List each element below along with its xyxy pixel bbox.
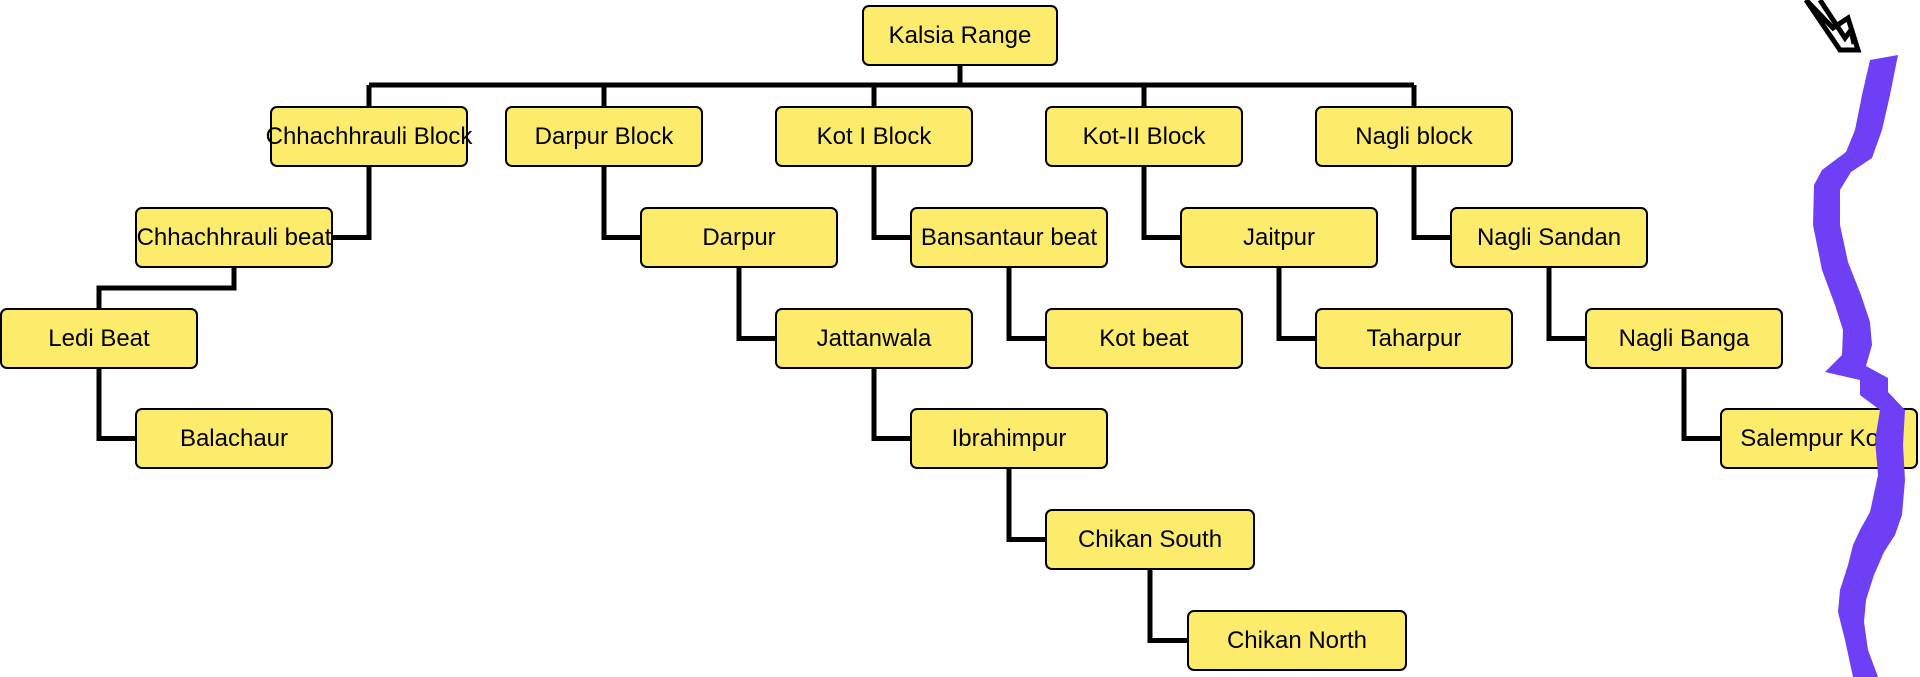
connector-jattanwala bbox=[736, 268, 775, 341]
node-balachaur: Balachaur bbox=[135, 408, 333, 469]
node-jattanwala: Jattanwala bbox=[775, 308, 973, 369]
connector-jaitpur bbox=[1141, 167, 1180, 240]
node-ibrahimpur: Ibrahimpur bbox=[910, 408, 1108, 469]
node-nagli-banga: Nagli Banga bbox=[1585, 308, 1783, 369]
connector-chhachhrauli-beat bbox=[333, 167, 372, 240]
connector-ibrahimpur bbox=[871, 369, 910, 441]
node-jaitpur: Jaitpur bbox=[1180, 207, 1378, 268]
decorative-purple-stroke bbox=[1813, 55, 1905, 677]
node-darpur: Darpur bbox=[640, 207, 838, 268]
connector-kot-beat bbox=[1006, 268, 1045, 341]
node-chhachhrauli-beat: Chhachhrauli beat bbox=[135, 207, 333, 268]
connector-bansantaur-beat bbox=[871, 167, 910, 240]
node-darpur-block: Darpur Block bbox=[505, 106, 703, 167]
node-bansantaur-beat: Bansantaur beat bbox=[910, 207, 1108, 268]
node-nagli-sandan: Nagli Sandan bbox=[1450, 207, 1648, 268]
connector-nagli-banga bbox=[1546, 268, 1585, 341]
node-nagli-block: Nagli block bbox=[1315, 106, 1513, 167]
node-chikan-north: Chikan North bbox=[1187, 610, 1407, 671]
node-kot-i-block: Kot I Block bbox=[775, 106, 973, 167]
node-chhachhrauli-block: Chhachhrauli Block bbox=[266, 106, 472, 167]
decorative-black-shape bbox=[1803, 0, 1862, 53]
connector-nagli-sandan bbox=[1411, 167, 1450, 240]
connector-balachaur bbox=[96, 369, 135, 441]
connector-chikan-north bbox=[1147, 570, 1187, 643]
node-kot-ii-block: Kot-II Block bbox=[1045, 106, 1243, 167]
connector-chikan-south bbox=[1006, 469, 1045, 542]
connector-darpur bbox=[601, 167, 640, 240]
node-taharpur: Taharpur bbox=[1315, 308, 1513, 369]
node-kot-beat: Kot beat bbox=[1045, 308, 1243, 369]
connector-salempur-kohi bbox=[1681, 369, 1720, 441]
node-chikan-south: Chikan South bbox=[1045, 509, 1255, 570]
node-ledi-beat: Ledi Beat bbox=[0, 308, 198, 369]
node-kalsia-range: Kalsia Range bbox=[862, 5, 1058, 66]
connector-taharpur bbox=[1276, 268, 1315, 341]
connector-ledi-beat bbox=[96, 268, 237, 308]
